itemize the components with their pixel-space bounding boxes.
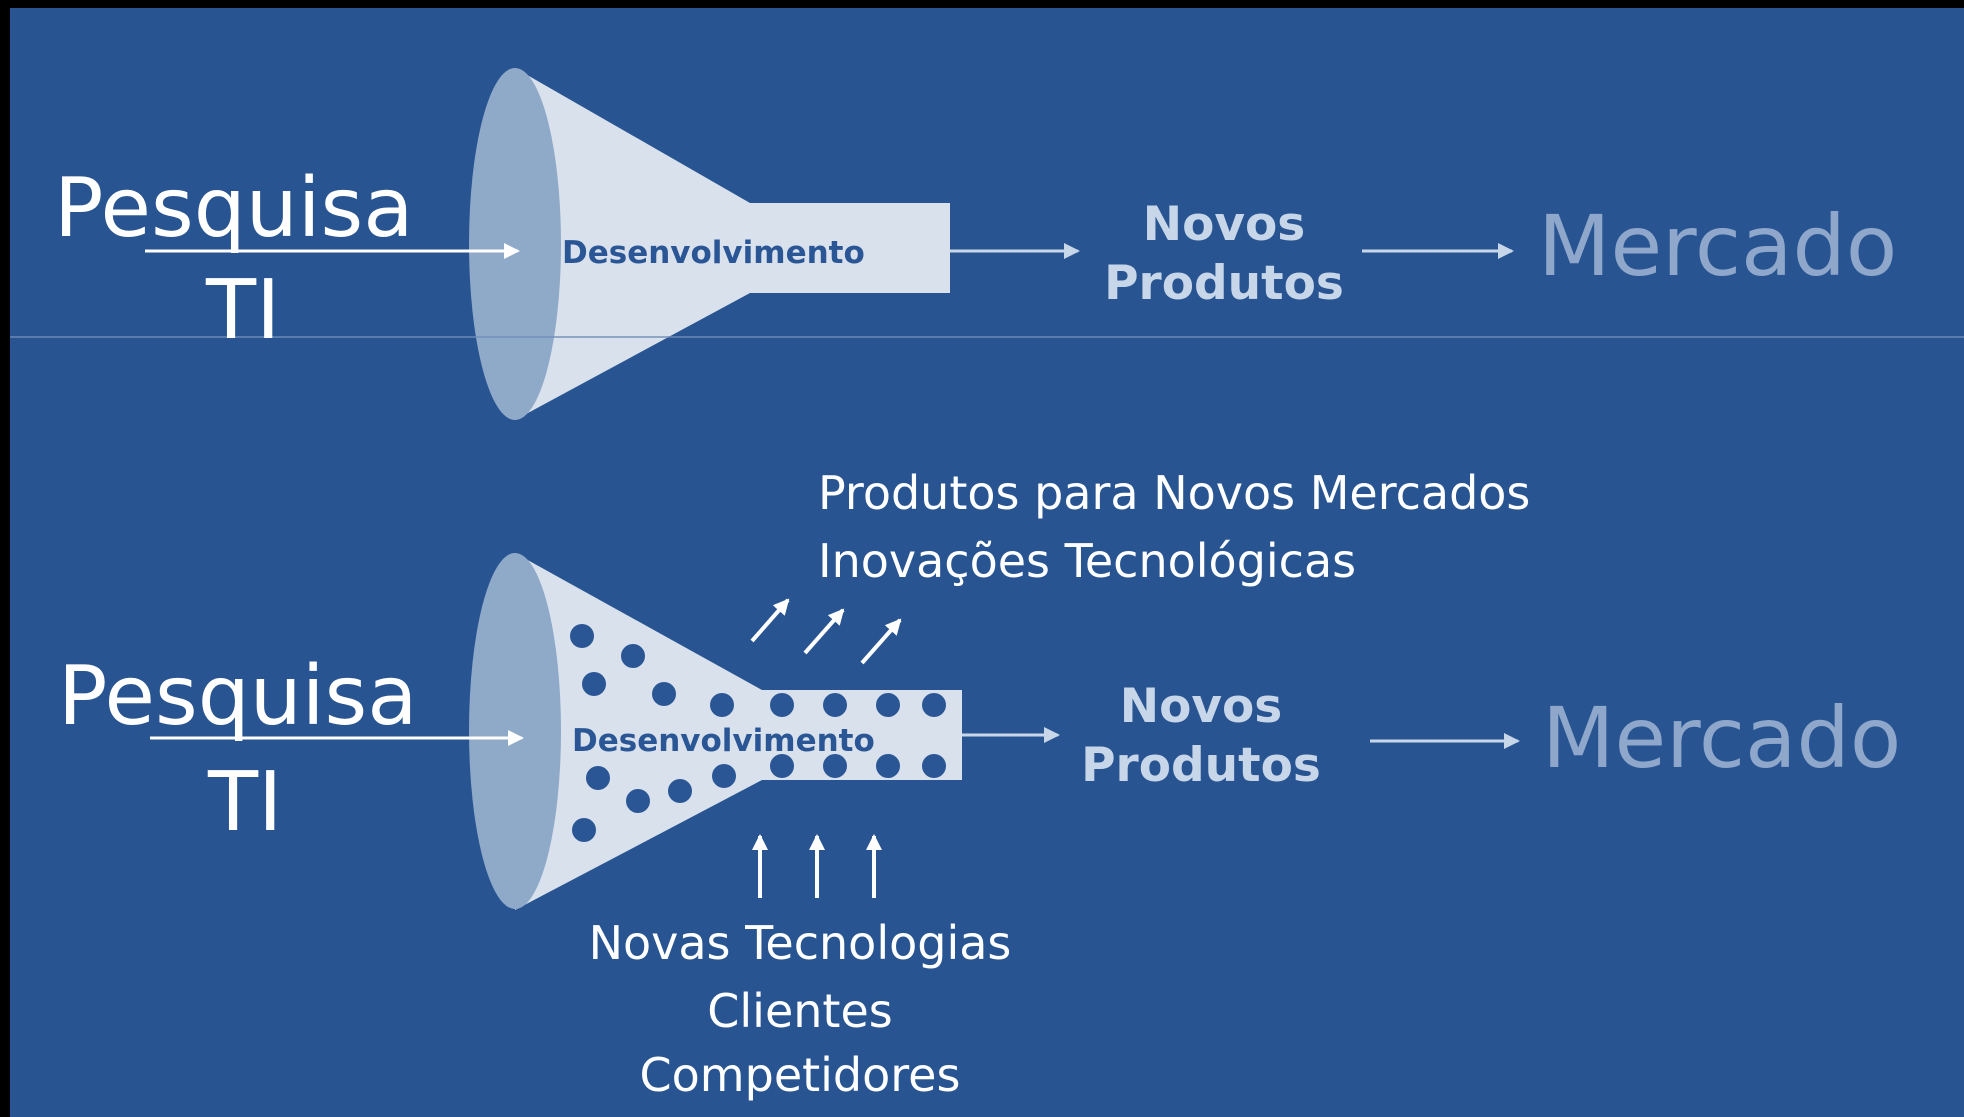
bottom-funnel-body bbox=[515, 553, 962, 910]
top-funnel-mouth bbox=[469, 68, 561, 420]
bottom-input-pesquisa: Pesquisa bbox=[58, 649, 418, 744]
outflow-line-1: Produtos para Novos Mercados bbox=[818, 466, 1531, 520]
bubble bbox=[922, 693, 946, 717]
bubble bbox=[582, 672, 606, 696]
bubble bbox=[570, 624, 594, 648]
inflow-arrows bbox=[752, 834, 882, 898]
bubble bbox=[770, 754, 794, 778]
bubble bbox=[712, 764, 736, 788]
outflow-line-2: Inovações Tecnológicas bbox=[818, 534, 1357, 588]
bubble bbox=[823, 693, 847, 717]
top-input-ti: TI bbox=[206, 263, 281, 358]
bottom-output-line-2: Produtos bbox=[1081, 737, 1321, 793]
top-destination: Mercado bbox=[1538, 197, 1898, 295]
outflow-arrow bbox=[803, 608, 845, 655]
inflow-line-2: Clientes bbox=[707, 984, 893, 1038]
bubbles bbox=[570, 624, 946, 842]
top-funnel-body bbox=[515, 68, 950, 420]
bubble bbox=[823, 754, 847, 778]
slide: Pesquisa TI Desenvolvimento Novos Produt… bbox=[10, 8, 1964, 1117]
bubble bbox=[922, 754, 946, 778]
top-process-label: Desenvolvimento bbox=[562, 235, 865, 271]
section-divider bbox=[10, 336, 1964, 338]
bubble bbox=[621, 644, 645, 668]
bubble bbox=[770, 693, 794, 717]
top-output-line-1: Novos bbox=[1142, 197, 1306, 252]
bubble bbox=[626, 789, 650, 813]
bottom-process-label: Desenvolvimento bbox=[572, 723, 875, 759]
outflow-arrows bbox=[750, 598, 902, 665]
bottom-input-ti: TI bbox=[208, 755, 283, 850]
bubble bbox=[572, 818, 596, 842]
top-output-label: Novos Produtos bbox=[1094, 196, 1354, 314]
bubble bbox=[876, 754, 900, 778]
bubble bbox=[876, 693, 900, 717]
bottom-funnel-mouth bbox=[469, 553, 561, 909]
top-input-pesquisa: Pesquisa bbox=[54, 161, 414, 256]
bottom-destination: Mercado bbox=[1542, 689, 1902, 787]
bottom-output-label: Novos Produtos bbox=[1066, 678, 1336, 796]
outflow-arrow bbox=[860, 618, 902, 665]
bubble bbox=[652, 682, 676, 706]
bottom-output-line-1: Novos bbox=[1119, 679, 1283, 734]
funnel-diagram bbox=[145, 68, 1520, 910]
top-output-line-2: Produtos bbox=[1104, 255, 1344, 311]
bubble bbox=[668, 779, 692, 803]
bubble bbox=[586, 766, 610, 790]
bubble bbox=[710, 693, 734, 717]
outflow-arrow bbox=[750, 598, 790, 643]
inflow-line-3: Competidores bbox=[639, 1048, 961, 1102]
inflow-line-1: Novas Tecnologias bbox=[588, 916, 1012, 970]
